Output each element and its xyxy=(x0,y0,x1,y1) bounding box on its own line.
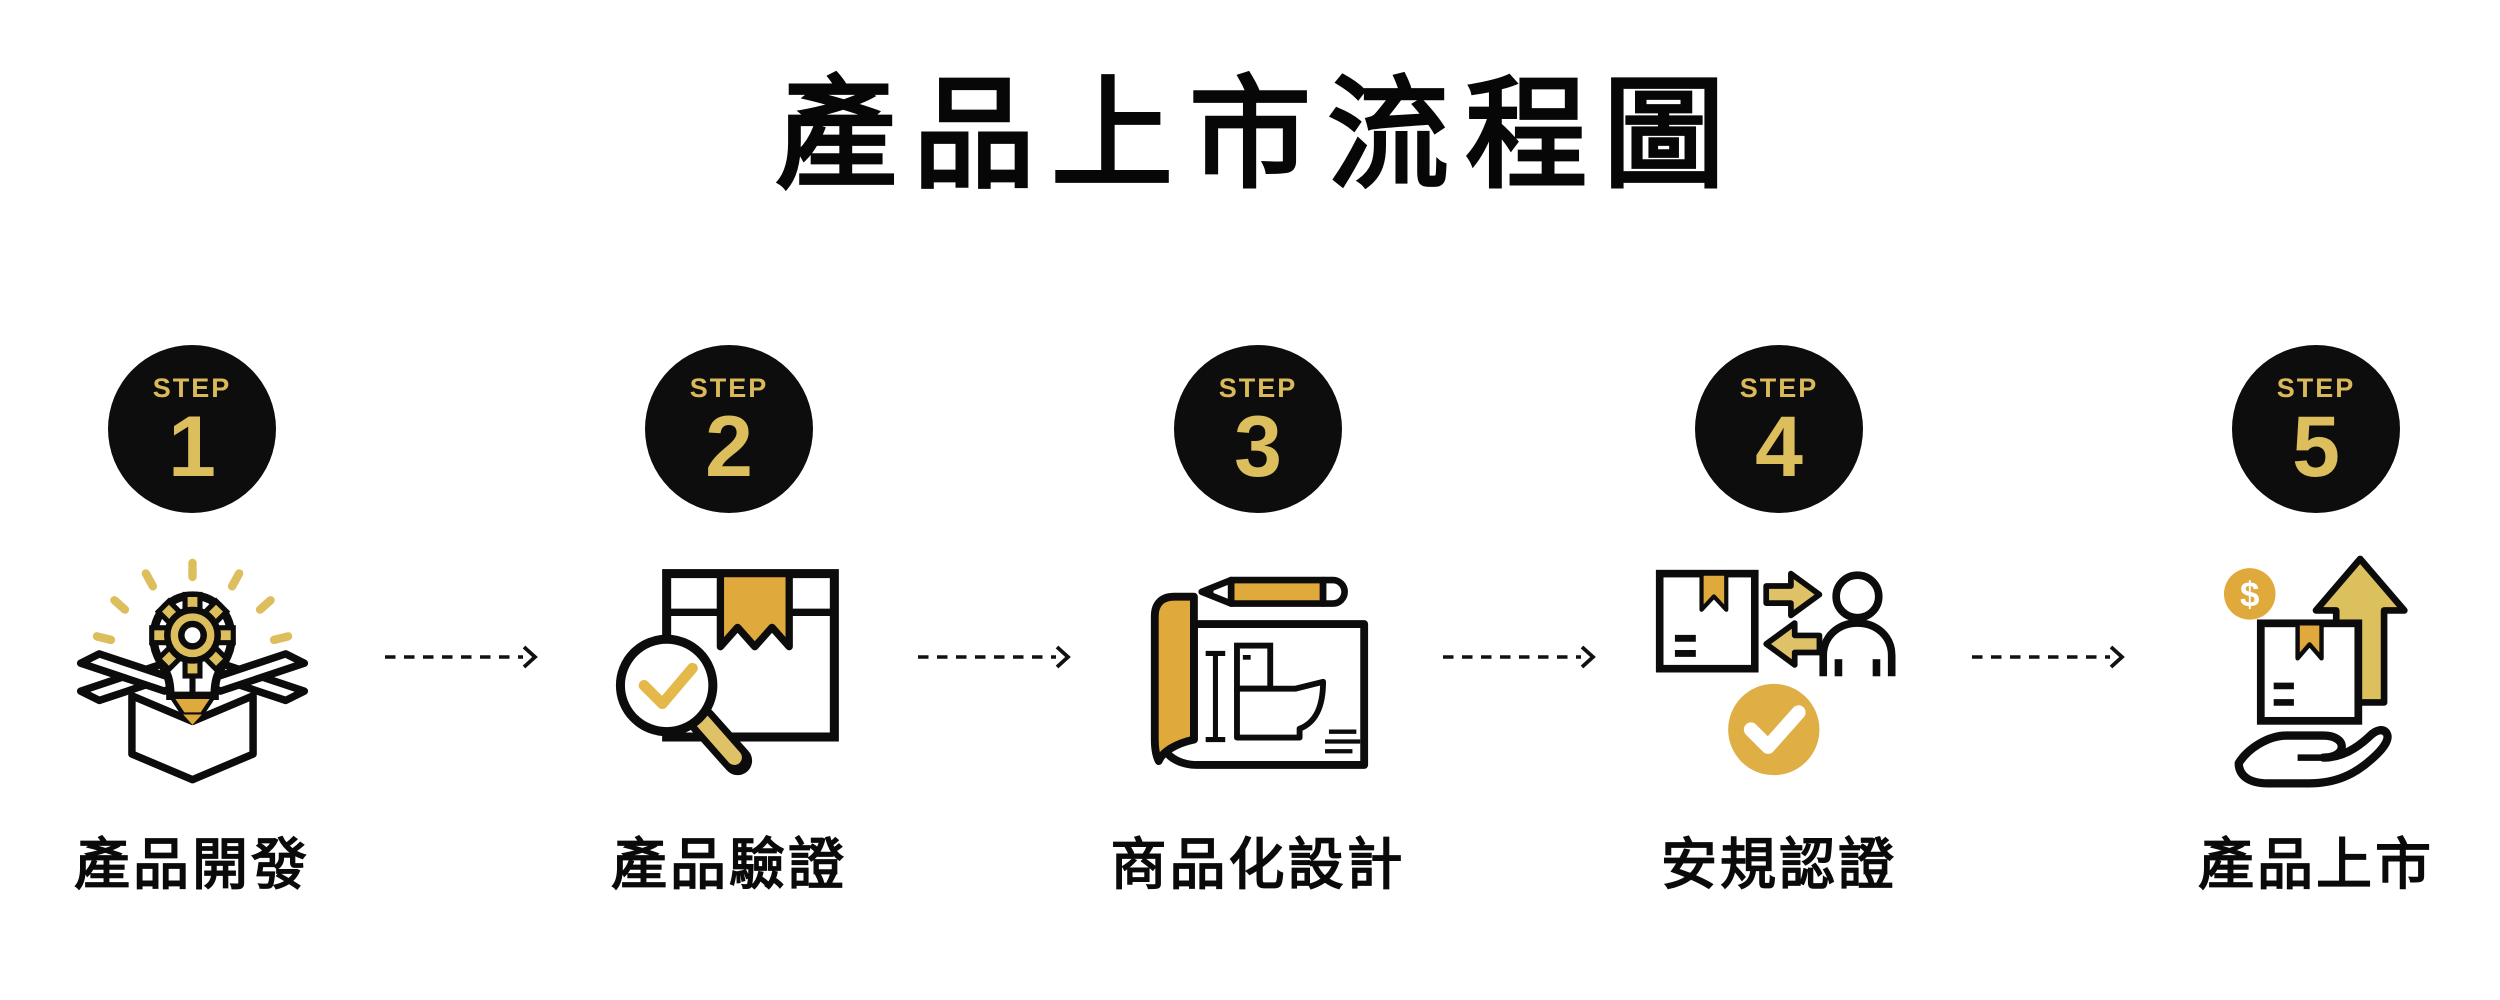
step-badge-label: STEP xyxy=(689,372,769,403)
step-5-label: 產品上市 xyxy=(2198,833,2434,896)
package-inspection-icon xyxy=(615,550,843,795)
dollar-symbol: $ xyxy=(2240,575,2259,614)
step-2-label: 產品驗證 xyxy=(611,833,847,896)
step-1-badge: STEP 1 xyxy=(108,345,276,513)
dollar-coin-icon xyxy=(2224,567,2276,620)
step-badge-label: STEP xyxy=(1218,372,1298,403)
step-4-label: 安規認證 xyxy=(1661,833,1897,896)
step-2-badge: STEP 2 xyxy=(645,345,813,513)
step-badge-number: 1 xyxy=(168,398,216,495)
connector-arrow-1 xyxy=(383,643,543,671)
step-badge-label: STEP xyxy=(152,372,232,403)
step-5-column: STEP 5 $ 產品上市 xyxy=(2096,345,2500,901)
blueprint-design-icon xyxy=(1145,550,1372,795)
step-5-badge: STEP 5 xyxy=(2232,345,2400,513)
step-badge-label: STEP xyxy=(2276,372,2356,403)
step-3-badge: STEP 3 xyxy=(1174,345,1342,513)
page-title: 產品上市流程圖 xyxy=(775,67,1741,203)
step-1-column: STEP 1 xyxy=(0,345,412,901)
step-badge-label: STEP xyxy=(1739,372,1819,403)
connector-arrow-2 xyxy=(916,643,1076,671)
connector-arrow-3 xyxy=(1441,643,1601,671)
product-launch-icon: $ xyxy=(2224,550,2408,795)
step-4-badge: STEP 4 xyxy=(1695,345,1863,513)
connector-arrow-4 xyxy=(1970,643,2130,671)
step-badge-number: 5 xyxy=(2292,398,2340,495)
step-1-label: 產品開發 xyxy=(74,833,310,896)
step-2-column: STEP 2 產品驗證 xyxy=(509,345,949,901)
certification-exchange-icon xyxy=(1654,550,1905,795)
step-badge-number: 4 xyxy=(1755,398,1803,495)
step-4-column: STEP 4 安規 xyxy=(1559,345,1999,901)
step-badge-number: 2 xyxy=(705,398,753,495)
step-badge-number: 3 xyxy=(1234,398,1282,495)
step-3-column: STEP 3 xyxy=(1038,345,1478,901)
idea-box-icon xyxy=(76,550,309,795)
step-3-label: 商品化設計 xyxy=(1110,833,1406,896)
